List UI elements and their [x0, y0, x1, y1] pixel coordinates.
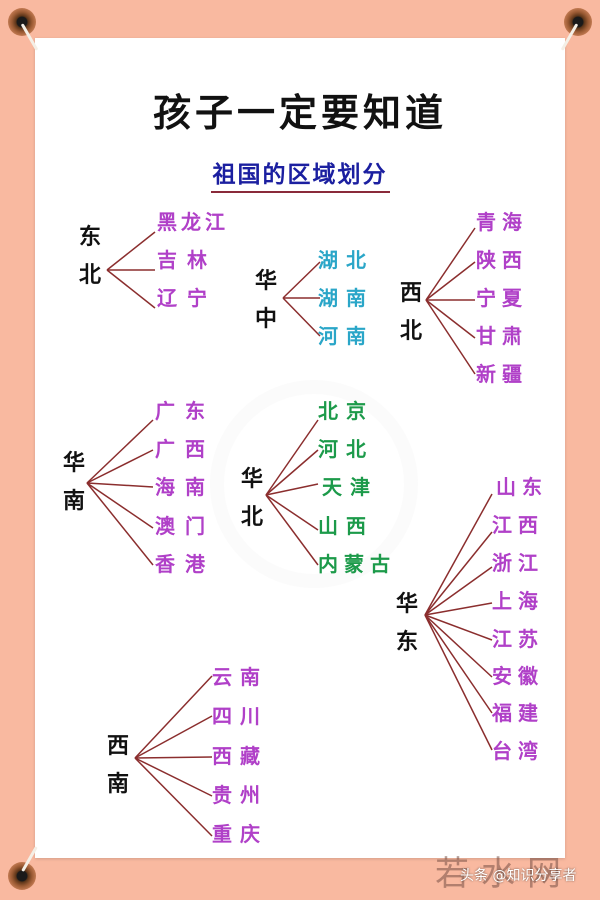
credit-watermark: 头条 @知识分享者	[460, 868, 577, 884]
region-label-huabei: 华 北	[240, 466, 263, 530]
province-zhejiang: 浙江	[492, 551, 544, 575]
province-taiwan: 台湾	[492, 739, 544, 763]
province-shanxi: 山西	[318, 514, 374, 538]
grommet-top-right	[564, 8, 592, 36]
province-chongqing: 重庆	[212, 822, 268, 846]
province-sichuan: 四川	[212, 704, 268, 728]
province-hunan: 湖南	[318, 286, 374, 310]
page-subtitle: 祖国的区域划分	[0, 155, 600, 193]
province-jilin: 吉林	[157, 248, 217, 272]
province-shaanxi: 陕西	[476, 248, 528, 272]
province-heilongjiang: 黑龙江	[157, 210, 229, 234]
province-guangdong: 广东	[155, 399, 215, 423]
province-hongkong: 香港	[155, 552, 215, 576]
province-yunnan: 云南	[212, 665, 268, 689]
region-label-huanan: 华 南	[62, 450, 85, 514]
page-title: 孩子一定要知道	[152, 90, 447, 135]
province-hebei: 河北	[318, 437, 374, 461]
province-jiangxi: 江西	[492, 513, 544, 537]
site-watermark: 若水网	[435, 854, 573, 894]
province-anhui: 安徽	[492, 664, 544, 688]
region-label-xibei: 西 北	[399, 280, 422, 344]
province-liaoning: 辽宁	[157, 286, 217, 310]
region-label-huazhong: 华 中	[254, 268, 277, 332]
province-gansu: 甘肃	[476, 324, 528, 348]
region-label-huadong: 华 东	[395, 591, 418, 655]
province-henan: 河南	[318, 324, 374, 348]
province-macau: 澳门	[155, 514, 215, 538]
province-qinghai: 青海	[476, 210, 528, 234]
province-innermongolia: 内蒙古	[318, 552, 396, 576]
province-shandong: 山东	[496, 475, 548, 499]
grommet-bottom-left	[8, 862, 36, 890]
province-fujian: 福建	[492, 701, 544, 725]
province-guangxi: 广西	[155, 437, 215, 461]
province-beijing: 北京	[318, 399, 374, 423]
grommet-top-left	[8, 8, 36, 36]
province-jiangsu: 江苏	[492, 627, 544, 651]
province-tianjin: 天津	[322, 475, 378, 499]
province-guizhou: 贵州	[212, 783, 268, 807]
province-hainan: 海南	[155, 475, 215, 499]
province-tibet: 西藏	[212, 744, 268, 768]
region-label-xinan: 西 南	[106, 733, 129, 797]
region-label-dongbei: 东 北	[78, 224, 101, 288]
province-shanghai: 上海	[492, 589, 544, 613]
province-xinjiang: 新疆	[476, 362, 528, 386]
province-hubei: 湖北	[318, 248, 374, 272]
province-ningxia: 宁夏	[476, 286, 528, 310]
